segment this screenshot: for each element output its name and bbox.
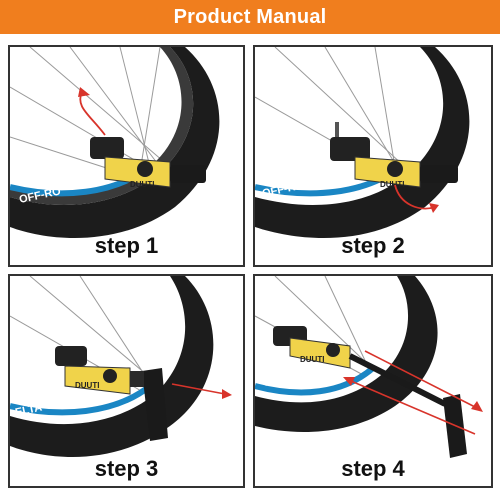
step-1-panel: OFF-RO DUUTI step 1 bbox=[8, 45, 245, 267]
tire bbox=[255, 276, 438, 432]
tire-lettering: OFF-RO bbox=[261, 179, 305, 200]
brand-text: DUUTI bbox=[300, 355, 324, 364]
tire bbox=[255, 47, 470, 239]
pump: DUUTI bbox=[330, 122, 458, 189]
brand-badge bbox=[326, 343, 340, 357]
tire-lettering: ELTA bbox=[263, 371, 292, 389]
arrowhead bbox=[222, 389, 232, 399]
step-4-label: step 4 bbox=[341, 456, 405, 481]
pump-shaft bbox=[348, 353, 447, 407]
step-2-illustration: OFF-RO DUUTI bbox=[255, 47, 470, 239]
lift-arrow bbox=[79, 91, 106, 136]
pump-head bbox=[330, 137, 370, 161]
title-banner: Product Manual bbox=[0, 0, 500, 34]
pump-head bbox=[55, 346, 87, 366]
brand-badge bbox=[387, 161, 403, 177]
wheel-spokes bbox=[255, 47, 406, 178]
brand-badge bbox=[103, 369, 117, 383]
step-2-panel: OFF-RO DUUTI step 2 bbox=[253, 45, 493, 267]
brand-badge bbox=[137, 161, 153, 177]
pump-body bbox=[104, 156, 171, 188]
valve bbox=[335, 122, 339, 147]
tire bbox=[10, 276, 214, 458]
rim bbox=[10, 47, 194, 205]
rim-stripe bbox=[10, 383, 152, 416]
step-1-illustration: OFF-RO DUUTI bbox=[10, 47, 220, 239]
arrowhead bbox=[343, 377, 355, 386]
step-4-panel: ELTA DUUTI step 4 bbox=[253, 274, 493, 488]
pump-handle bbox=[420, 165, 458, 183]
push-arrow bbox=[364, 350, 478, 409]
step-3-label: step 3 bbox=[94, 456, 159, 481]
step-2-label: step 2 bbox=[341, 233, 405, 258]
pump: DUUTI bbox=[55, 346, 168, 441]
tire bbox=[10, 47, 220, 239]
arrowhead bbox=[429, 203, 439, 213]
pull-arrow bbox=[350, 380, 476, 435]
pump-body bbox=[354, 156, 421, 188]
pump: DUUTI bbox=[90, 137, 206, 189]
pump-head bbox=[90, 137, 124, 159]
rim-stripe bbox=[255, 365, 375, 396]
pull-arrow bbox=[171, 383, 226, 395]
step-3-illustration: ELTA DUUTI bbox=[10, 276, 232, 458]
page-title: Product Manual bbox=[173, 5, 327, 28]
brand-text: DUUTI bbox=[75, 381, 99, 390]
step-1-label: step 1 bbox=[94, 233, 159, 258]
brand-text: DUUTI bbox=[380, 180, 404, 189]
pump-shaft bbox=[130, 371, 144, 387]
brand-text: DUUTI bbox=[130, 180, 154, 189]
arrowhead bbox=[78, 87, 90, 97]
pump-handle bbox=[170, 165, 206, 183]
step-4-illustration: ELTA DUUTI bbox=[255, 276, 483, 458]
wheel-spokes bbox=[10, 47, 171, 183]
pump-handle bbox=[142, 368, 168, 441]
arrowhead bbox=[471, 401, 483, 412]
step-3-panel: ELTA DUUTI step 3 bbox=[8, 274, 245, 488]
tire-lettering: ELTA bbox=[14, 402, 43, 419]
